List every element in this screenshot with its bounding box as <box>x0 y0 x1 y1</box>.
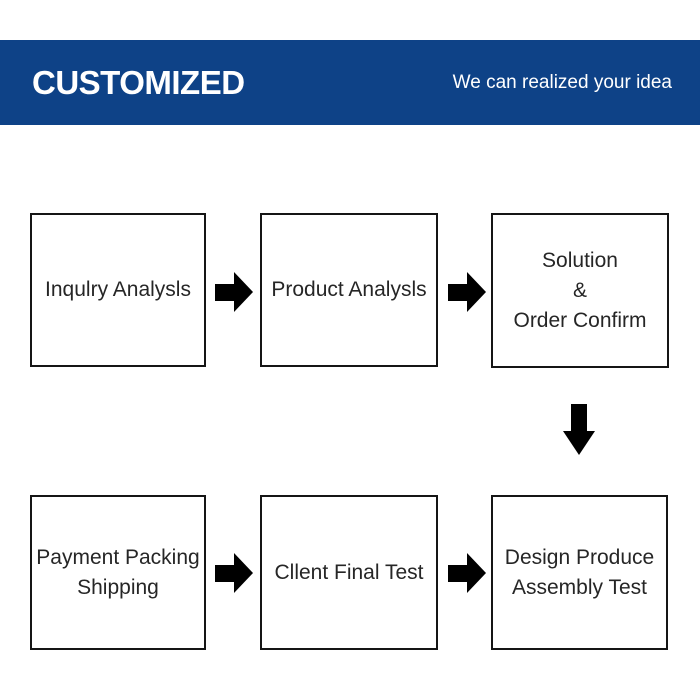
header-banner: CUSTOMIZED We can realized your idea <box>0 40 700 125</box>
arrow-stem <box>215 283 234 301</box>
flow-box-label: Solution <box>542 248 618 272</box>
flow-box-solution-order-confirm: Solution & Order Confirm <box>491 213 669 368</box>
flow-box-label: Shipping <box>77 575 159 599</box>
arrow-right-icon <box>448 553 486 593</box>
arrow-stem <box>215 564 234 582</box>
flow-box-label: Payment Packing <box>36 545 200 569</box>
arrow-right-icon <box>448 272 486 312</box>
flow-box-label: Product Analysls <box>271 278 427 301</box>
flow-box-design-produce-assembly-test: Design Produce Assembly Test <box>491 495 668 650</box>
arrow-head <box>234 553 253 593</box>
page-title: CUSTOMIZED <box>32 63 245 101</box>
arrow-stem <box>448 283 467 301</box>
flow-box-label: Assembly Test <box>512 575 647 599</box>
arrow-head <box>467 272 486 312</box>
arrow-head <box>234 272 253 312</box>
flow-box-payment-packing-shipping: Payment Packing Shipping <box>30 495 206 650</box>
arrow-down-icon <box>563 404 595 455</box>
arrow-head <box>467 553 486 593</box>
flow-box-label: & <box>572 278 587 302</box>
arrow-stem <box>571 404 587 431</box>
flow-box-product-analysis: Product Analysls <box>260 213 438 367</box>
flow-box-client-final-test: Cllent Final Test <box>260 495 438 650</box>
arrow-right-icon <box>215 553 253 593</box>
flow-box-inquiry-analysis: Inqulry Analysls <box>30 213 206 367</box>
arrow-right-icon <box>215 272 253 312</box>
flow-box-label: Cllent Final Test <box>274 560 424 584</box>
arrow-head <box>563 431 595 455</box>
arrow-stem <box>448 564 467 582</box>
header-tagline: We can realized your idea <box>452 71 672 93</box>
flow-box-label: Order Confirm <box>513 308 647 332</box>
flow-box-label: Design Produce <box>504 545 655 569</box>
flow-box-label: Inqulry Analysls <box>45 278 191 301</box>
